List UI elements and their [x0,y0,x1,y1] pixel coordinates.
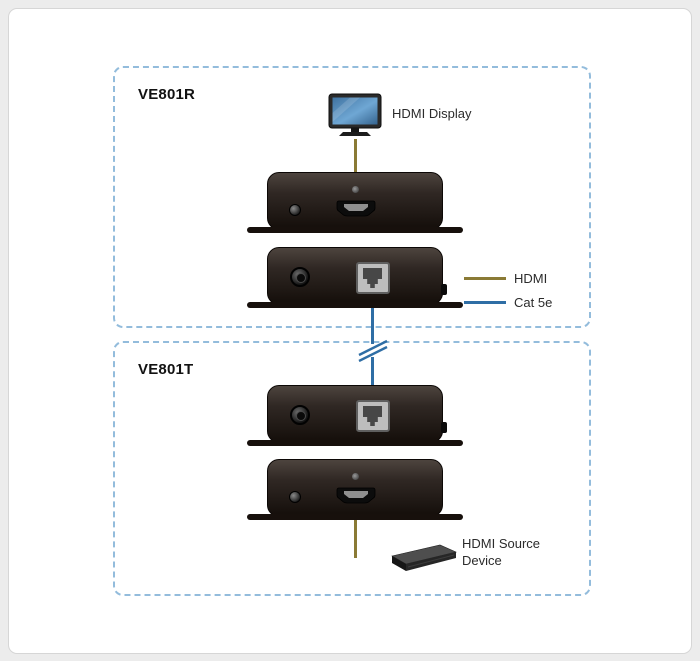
transmitter-cat5e-unit [247,385,463,446]
hdmi-port-icon [336,200,376,217]
mounting-bracket [247,514,463,520]
rj45-port-icon [356,262,390,294]
mounting-bracket [247,227,463,233]
power-jack-pin [296,411,306,421]
legend-hdmi-swatch [464,276,506,280]
mounting-bracket [247,440,463,446]
hdmi-port-icon [336,487,376,504]
legend-row-hdmi: HDMI [464,270,552,286]
mounting-bracket [247,302,463,308]
power-jack-icon [290,405,310,425]
side-button [441,422,447,433]
receiver-cat5e-unit [247,247,463,308]
hdmi-cable-source [354,520,357,558]
group-ve801r [113,66,591,328]
rj45-slot [363,406,382,426]
screw-icon [289,491,301,503]
group-ve801r-label: VE801R [138,86,196,103]
legend: HDMI Cat 5e [464,270,552,318]
screw-icon [352,473,359,480]
transmitter-hdmi-unit [247,459,463,520]
cable-break-icon [358,339,388,362]
hdmi-display-label: HDMI Display [392,106,472,121]
group-ve801t [113,341,591,596]
hdmi-source-device-icon [391,544,457,571]
rj45-port-icon [356,400,390,432]
screw-icon [352,186,359,193]
receiver-hdmi-unit [247,172,463,233]
hdmi-cable-display [354,139,357,172]
legend-cat5e-swatch [464,300,506,304]
hdmi-display-icon [328,93,382,136]
legend-cat5e-label: Cat 5e [514,294,553,310]
power-jack-pin [296,273,306,283]
legend-hdmi-label: HDMI [514,270,548,286]
rj45-slot [363,268,382,288]
cat5e-cable-lower [371,357,374,385]
legend-row-cat5e: Cat 5e [464,294,552,310]
group-ve801t-label: VE801T [138,361,194,378]
hdmi-source-device-label: HDMI Source Device [462,536,541,568]
power-jack-icon [290,267,310,287]
side-button [441,284,447,295]
screw-icon [289,204,301,216]
cat5e-cable-upper [371,307,374,344]
